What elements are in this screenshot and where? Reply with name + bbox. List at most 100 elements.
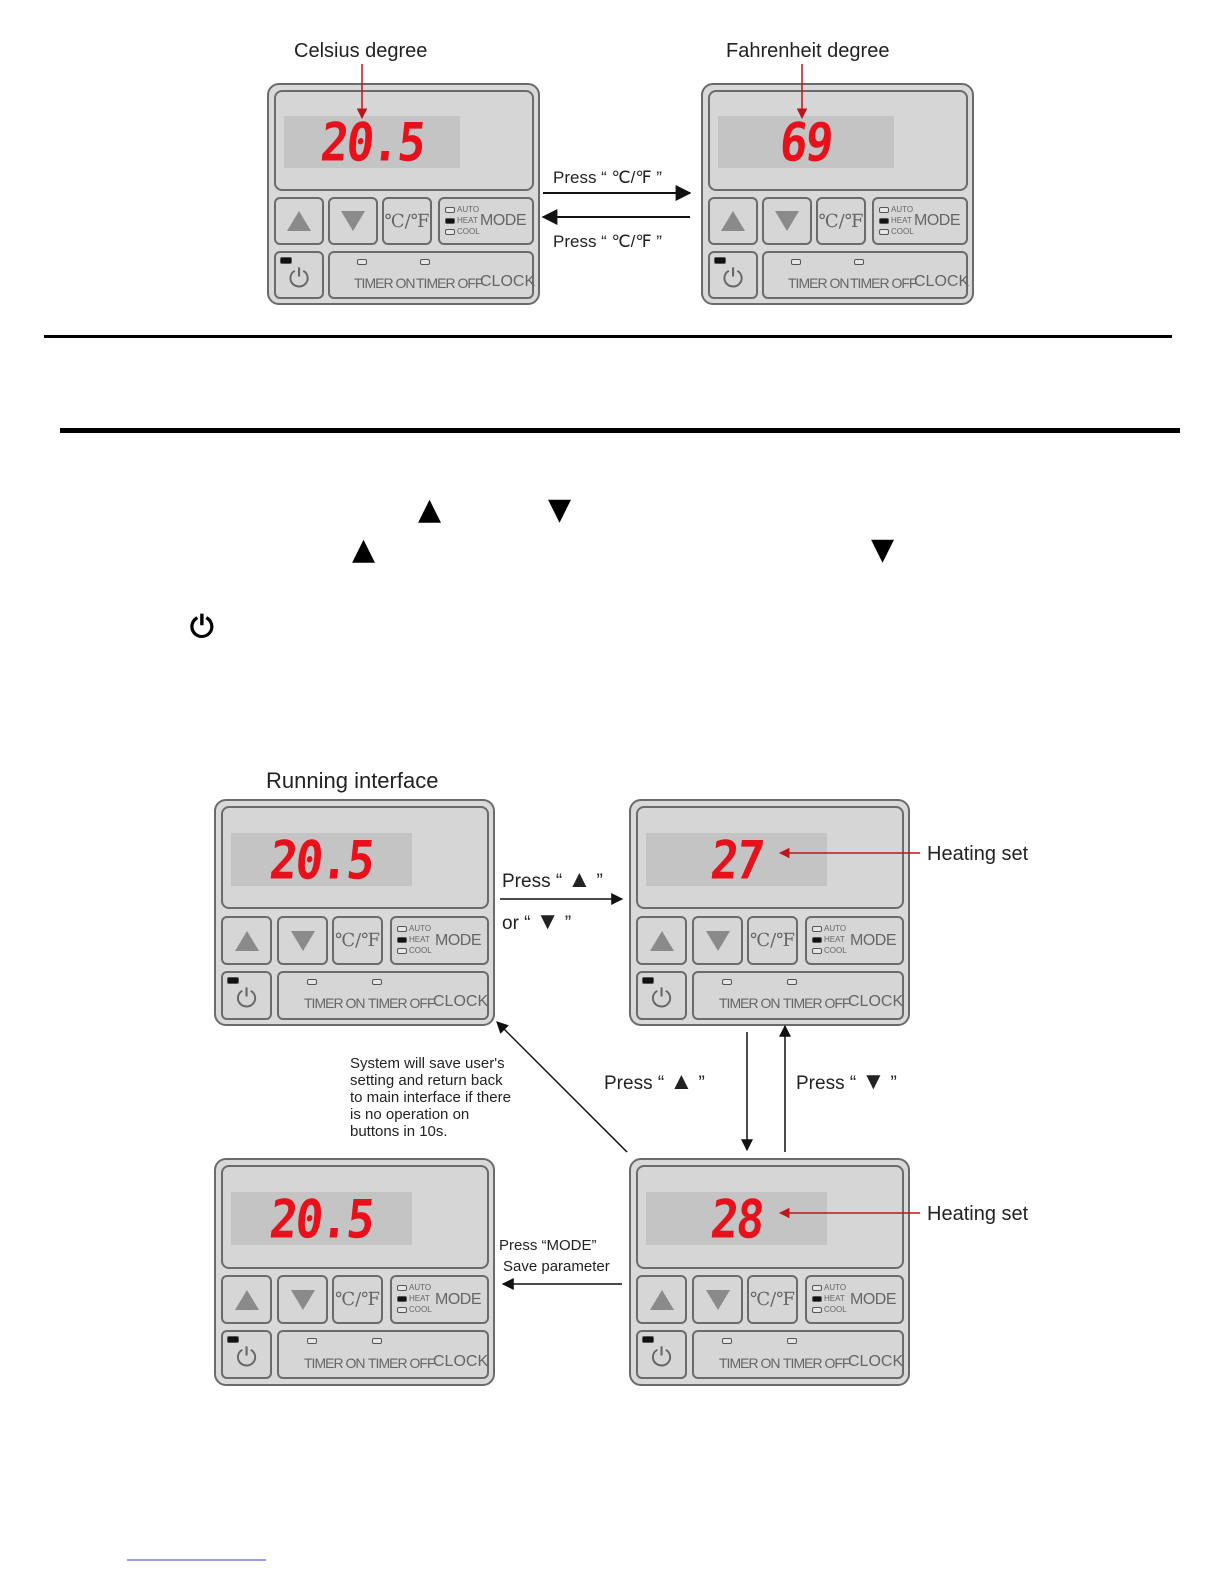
up-button[interactable] <box>221 1275 272 1324</box>
down-symbol-2: ▼ <box>871 532 895 567</box>
timer-on-button[interactable]: TIMER ON <box>304 1355 365 1371</box>
timer-off-button[interactable]: TIMER OFF <box>783 1355 850 1371</box>
power-icon: ⏻ <box>651 984 672 1014</box>
clock-button[interactable]: CLOCK <box>848 993 904 1010</box>
power-button[interactable]: ⏻ <box>636 1330 687 1379</box>
power-led <box>227 977 239 984</box>
power-button[interactable]: ⏻ <box>274 251 324 299</box>
timer-off-button[interactable]: TIMER OFF <box>416 275 483 291</box>
display-bezel: 20.5 <box>221 806 489 909</box>
down-button[interactable] <box>762 197 812 245</box>
display-bezel: 28 <box>636 1165 904 1269</box>
up-symbol-1: ▲ <box>418 492 442 527</box>
power-button[interactable]: ⏻ <box>636 971 687 1020</box>
power-button[interactable]: ⏻ <box>221 971 272 1020</box>
display-bezel: 27 <box>636 806 904 909</box>
power-led <box>280 257 292 264</box>
controller-panel-celsius: 20.5 ℃/℉ AUTO HEAT COOL MODE <box>267 83 540 305</box>
down-button[interactable] <box>328 197 378 245</box>
mode-label: MODE <box>435 1290 482 1308</box>
mode-indicators: AUTO HEAT COOL <box>397 923 432 956</box>
mode-button[interactable]: AUTO HEAT COOL MODE <box>805 916 904 965</box>
clock-button[interactable]: CLOCK <box>433 1353 489 1370</box>
controller-panel-fahrenheit: 69 ℃/℉ AUTO HEAT COOL MODE <box>701 83 974 305</box>
down-button[interactable] <box>692 1275 743 1324</box>
timer-off-button[interactable]: TIMER OFF <box>850 275 917 291</box>
cool-label: COOL <box>891 227 914 236</box>
mode-label: MODE <box>850 931 897 949</box>
press-up-or-down-label: Press “ ▲ ” <box>502 866 603 894</box>
timer-off-led <box>372 1338 382 1344</box>
timer-off-button[interactable]: TIMER OFF <box>368 995 435 1011</box>
unit-toggle-button[interactable]: ℃/℉ <box>332 916 383 965</box>
down-arrow-icon <box>290 930 315 951</box>
timer-off-button[interactable]: TIMER OFF <box>783 995 850 1011</box>
mode-button[interactable]: AUTO HEAT COOL MODE <box>872 197 968 245</box>
cf-label: ℃/℉ <box>334 1289 381 1310</box>
timer-clock-bar: TIMER ON TIMER OFF CLOCK <box>328 251 536 299</box>
controller-panel-saved: 20.5 ℃/℉ AUTO HEAT COOL MODE <box>214 1158 495 1386</box>
mode-button[interactable]: AUTO HEAT COOL MODE <box>438 197 534 245</box>
up-symbol-2: ▲ <box>352 532 376 567</box>
up-arrow-icon <box>649 930 674 951</box>
heat-label: HEAT <box>891 216 912 225</box>
save-parameter-label: Save parameter <box>503 1258 610 1275</box>
unit-toggle-button[interactable]: ℃/℉ <box>747 1275 798 1324</box>
running-caption: Running interface <box>266 768 439 793</box>
unit-toggle-button[interactable]: ℃/℉ <box>816 197 866 245</box>
cf-label: ℃/℉ <box>749 1289 796 1310</box>
up-arrow-icon <box>721 211 745 231</box>
down-button[interactable] <box>277 1275 328 1324</box>
heat-led <box>879 217 889 224</box>
cool-label: COOL <box>824 1305 847 1314</box>
clock-button[interactable]: CLOCK <box>914 273 970 290</box>
return-arrow <box>496 1021 628 1153</box>
lcd-display: 20.5 <box>231 828 412 891</box>
unit-toggle-button[interactable]: ℃/℉ <box>382 197 432 245</box>
power-led <box>642 977 654 984</box>
timer-on-button[interactable]: TIMER ON <box>719 1355 780 1371</box>
clock-button[interactable]: CLOCK <box>480 273 536 290</box>
cool-led <box>397 1306 407 1313</box>
power-button[interactable]: ⏻ <box>221 1330 272 1379</box>
mode-label: MODE <box>914 212 961 229</box>
timer-on-button[interactable]: TIMER ON <box>719 995 780 1011</box>
mode-button[interactable]: AUTO HEAT COOL MODE <box>805 1275 904 1324</box>
power-icon: ⏻ <box>288 263 310 294</box>
unit-toggle-button[interactable]: ℃/℉ <box>747 916 798 965</box>
or-prefix: or “ <box>502 913 531 934</box>
timer-on-button[interactable]: TIMER ON <box>788 275 849 291</box>
clock-button[interactable]: CLOCK <box>433 993 489 1010</box>
clock-button[interactable]: CLOCK <box>848 1353 904 1370</box>
up-button[interactable] <box>221 916 272 965</box>
timer-clock-bar: TIMER ON TIMER OFF CLOCK <box>692 971 904 1020</box>
down-arrow-icon <box>341 211 365 231</box>
cf-label: ℃/℉ <box>749 930 796 951</box>
celsius-caption: Celsius degree <box>294 40 428 62</box>
note-line: is no operation on <box>350 1106 470 1123</box>
down-button[interactable] <box>277 916 328 965</box>
timer-on-button[interactable]: TIMER ON <box>354 275 415 291</box>
up-button[interactable] <box>636 916 687 965</box>
power-icon: ⏻ <box>651 1343 672 1373</box>
display-bezel: 20.5 <box>221 1165 489 1269</box>
timer-off-led <box>854 259 864 265</box>
timer-off-led <box>787 1338 797 1344</box>
mode-button[interactable]: AUTO HEAT COOL MODE <box>390 1275 489 1324</box>
press-down-prefix: Press “ <box>796 1073 857 1094</box>
timer-on-button[interactable]: TIMER ON <box>304 995 365 1011</box>
up-button[interactable] <box>708 197 758 245</box>
up-button[interactable] <box>274 197 324 245</box>
down-button[interactable] <box>692 916 743 965</box>
power-symbol: ⏻ <box>190 610 214 645</box>
power-button[interactable]: ⏻ <box>708 251 758 299</box>
mode-button[interactable]: AUTO HEAT COOL MODE <box>390 916 489 965</box>
note-line: System will save user's <box>350 1055 505 1072</box>
press-cf-label-bottom: Press “ ℃/℉ ” <box>553 232 662 251</box>
auto-led <box>397 1284 407 1291</box>
up-symbol-inline: ▲ <box>567 866 592 893</box>
unit-toggle-button[interactable]: ℃/℉ <box>332 1275 383 1324</box>
timer-on-led <box>722 1338 732 1344</box>
timer-off-button[interactable]: TIMER OFF <box>368 1355 435 1371</box>
up-button[interactable] <box>636 1275 687 1324</box>
